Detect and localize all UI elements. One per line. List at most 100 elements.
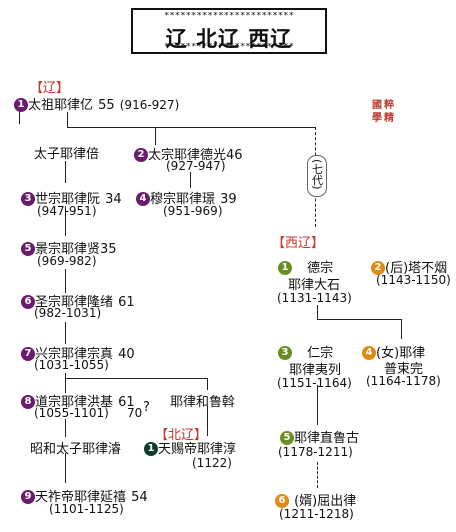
ruler-years: (927-947) [166,159,226,173]
ruler-age: 39 [220,192,237,207]
ruler-name: 耶律直鲁古 [294,431,360,446]
seal-stamp-icon: 國 粹 學 精 [372,98,394,124]
number-badge: 6 [275,493,289,508]
number-badge: 4 [136,191,150,206]
ruler-age: 61 [118,295,135,310]
connector [65,453,66,483]
number-badge: 1 [14,97,28,112]
connector [65,269,66,293]
connector [317,319,401,320]
ruler-name: 耶律大石 [288,278,341,293]
ruler-age: 46 [226,148,243,163]
connector [190,172,191,188]
ruler-name-cont: 普束完 [384,362,424,377]
ruler-years: (1211-1218) [279,507,354,521]
ruler-name: 耶律夷列 [289,363,342,378]
ruler-years: (1164-1178) [366,374,441,388]
connector [207,378,208,390]
number-badge: 4 [362,345,376,360]
svg-text:精: 精 [384,111,394,124]
number-badge: 7 [21,346,35,361]
ruler-age: 55 [98,98,115,113]
number-badge: 5 [21,241,35,256]
ruler-name: 太祖耶律亿 [28,98,94,113]
connector-dashed [317,462,318,488]
connector [67,127,315,128]
seal-stamp: 國 粹 學 精 [368,96,398,126]
number-badge: 1 [278,260,292,275]
number-badge: 6 [21,294,35,309]
connector [401,319,402,339]
ruler-years: (947-951) [37,204,97,218]
number-badge: 2 [371,260,385,275]
title-stars-bottom: ************************ [163,43,295,52]
number-badge: 1 [144,441,158,456]
ruler-name: 世宗耶律阮 [35,192,101,207]
connector [65,206,66,236]
ruler-years: (1178-1211) [278,445,353,459]
ruler-entry: 4(女)耶律 [362,342,425,361]
ruler-entry: 2(后)塔不烟 [371,257,447,276]
number-badge: 5 [280,430,294,445]
ruler-name: (女)耶律 [376,346,426,361]
ruler-name: 兴宗耶律宗真 [35,347,114,362]
ruler-age-alt: 70 [127,406,143,420]
ruler-years: (1122) [192,456,232,470]
seven-generations-text: (七代) [310,159,324,190]
connector [65,419,66,437]
svg-text:粹: 粹 [384,98,394,111]
connector [65,378,207,379]
ruler-years: (1101-1125) [49,502,124,516]
ruler-name: 太宗耶律德光 [148,148,227,163]
connector [67,112,68,127]
ruler-title: 仁宗 [307,346,334,361]
number-badge: 2 [134,147,148,162]
connector [317,305,318,319]
svg-text:學: 學 [372,111,382,124]
ruler-title: 德宗 [307,261,334,276]
number-badge: 3 [278,345,292,360]
connector [19,108,20,124]
ruler-years: (1031-1055) [34,358,109,372]
ruler-name: (后)塔不烟 [385,261,448,276]
dynasty-label-xiliao: 【西辽】 [272,236,325,251]
ruler-entry: 3 仁宗 [278,342,333,361]
ruler-name: 天祚帝耶律延禧 [35,490,127,505]
seven-generations-label: (七代) [307,155,327,197]
number-badge: 9 [21,489,35,504]
ruler-name: 耶律和鲁斡 [170,395,236,410]
connector [207,406,208,436]
ruler-age: 54 [131,490,148,505]
number-badge: 3 [21,191,35,206]
ruler-years: (969-982) [37,254,97,268]
ruler-years: (1055-1101) [34,406,109,420]
ruler-name: 昭和太子耶律濬 [30,442,122,457]
ruler-years: (1143-1150) [376,273,451,287]
page-title: 辽 北辽 西辽 [165,27,293,51]
ruler-entry: 6 (婿)屈出律 [275,490,356,509]
number-badge: 8 [21,394,35,409]
ruler-name: (婿)屈出律 [294,494,357,509]
dynasty-label-liao: 【辽】 [30,81,70,96]
ruler-age: 35 [100,242,117,257]
ruler-age: 61 [118,395,135,410]
ruler-years: (916-927) [119,98,180,112]
ruler-entry: 1 德宗 [278,257,333,276]
dynasty-label-beiliao: 【北辽】 [155,428,208,443]
ruler-name: 景宗耶律贤 [35,242,101,257]
ruler-years: (951-969) [163,204,223,218]
ruler-years: (1151-1164) [277,376,352,390]
ruler-name: 天赐帝耶律淳 [158,442,237,457]
ruler-name: 太子耶律倍 [34,147,100,162]
ruler-years: (982-1031) [34,306,102,320]
ruler-name: 圣宗耶律隆绪 [35,295,114,310]
